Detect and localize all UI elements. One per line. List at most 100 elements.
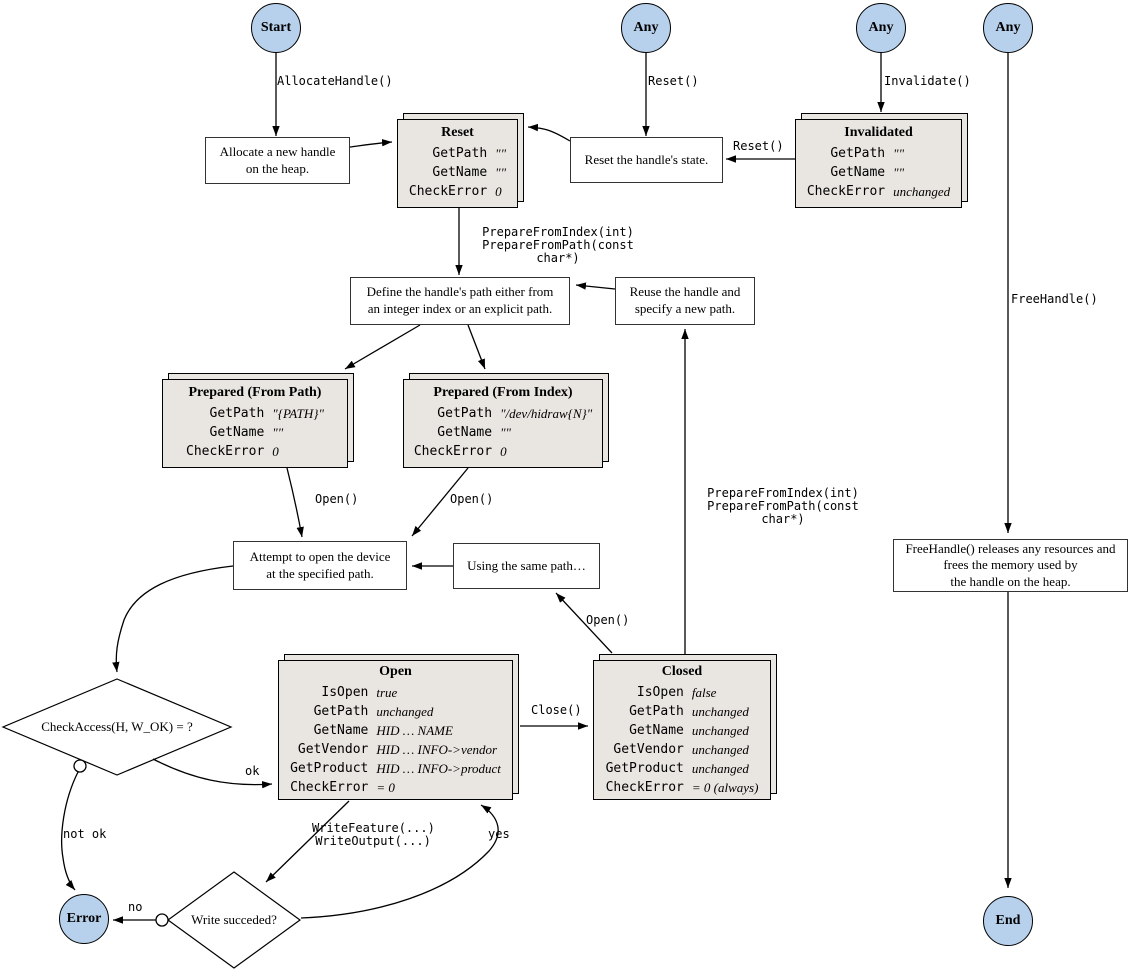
attr-value: "" [495, 146, 507, 161]
odot-not-ok [73, 759, 87, 773]
end-label: End [995, 913, 1021, 928]
attr-value: HID … NAME [376, 723, 453, 738]
attr-name: IsOpen [636, 685, 684, 700]
attr-name: GetPath [830, 146, 886, 161]
state-3d-face: Prepared (From Path) GetPath"{PATH}" Get… [162, 379, 348, 468]
attr-value: false [691, 685, 717, 700]
edge-label-line: PrepareFromPath(const char*) [482, 238, 634, 265]
odot-no [155, 913, 169, 927]
edge-label-open-from-index: Open() [450, 492, 494, 506]
attr-name: CheckError [413, 444, 493, 459]
edge-closed-samepath [555, 592, 613, 654]
any-label: Any [633, 20, 659, 35]
attr-value: unchanged [691, 704, 749, 719]
attr-name: GetVendor [613, 742, 684, 757]
action-text-line: the handle on the heap. [950, 573, 1071, 589]
edge-resetaction-reset [527, 123, 571, 142]
any-label: Any [868, 20, 894, 35]
edge-label-invalidate: Invalidate() [884, 74, 971, 88]
edge-label-prepare-top: PrepareFromIndex(int) PrepareFromPath(co… [459, 226, 657, 265]
attr-name: GetProduct [290, 761, 369, 776]
edge-label-not-ok: not ok [63, 827, 107, 841]
allocate-action-box: Allocate a new handle on the heap. [205, 137, 350, 184]
attr-value: 0 [500, 444, 507, 459]
action-text-line: specify a new path. [634, 301, 736, 316]
attr-value: 0 [272, 444, 279, 459]
action-text-line: Reset the handle's state. [584, 151, 709, 167]
attr-name: CheckError [290, 780, 369, 795]
attr-value: 0 [495, 184, 502, 199]
attr-value: "/dev/hidraw{N}" [500, 406, 593, 421]
state-prepared-from-index: Prepared (From Index) GetPath "/dev/hidra… [403, 373, 609, 468]
attr-value: HID … INFO->vendor [376, 742, 498, 757]
any-node-invalidate: Any [856, 3, 906, 53]
attr-value: unchanged [893, 184, 951, 199]
edge-label-prepare-right: PrepareFromIndex(int) PrepareFromPath(co… [685, 487, 881, 526]
attr-value: "" [500, 425, 512, 440]
attr-name: CheckError [605, 780, 684, 795]
attr-value: true [376, 685, 398, 700]
action-text-line: Attempt to open the device [249, 548, 391, 564]
edge-allocate-reset [349, 139, 393, 148]
state-title: Closed [661, 664, 703, 679]
edge-label-free-handle: FreeHandle() [1011, 292, 1098, 306]
attr-value: "" [893, 165, 905, 180]
edge-label-allocate-handle: AllocateHandle() [277, 74, 393, 88]
attr-value: = 0 (always) [691, 780, 759, 795]
attr-name: GetPath [313, 704, 369, 719]
edge-label-line: PrepareFromIndex(int) [707, 486, 859, 500]
edge-label-line: PrepareFromPath(const char*) [707, 499, 859, 526]
attr-name: GetName [629, 723, 684, 738]
edge-label-line: WriteOutput(...) [315, 834, 431, 848]
attr-name: GetName [209, 425, 265, 440]
start-node: Start [251, 3, 301, 53]
attr-name: GetVendor [297, 742, 369, 757]
attr-name: GetName [437, 425, 493, 440]
edge-define-preparedpath [344, 324, 421, 370]
any-label: Any [995, 20, 1021, 35]
edge-label-reset-invalidated: Reset() [733, 139, 784, 153]
state-title: Prepared (From Index) [433, 385, 573, 400]
attr-value: unchanged [691, 761, 749, 776]
edge-attempt-checkaccess [112, 565, 234, 673]
attr-name: GetName [830, 165, 886, 180]
attr-value: HID … INFO->product [376, 761, 501, 776]
action-text-line: on the heap. [245, 160, 310, 176]
attr-name: GetName [432, 165, 488, 180]
attr-name: CheckError [806, 184, 886, 199]
edge-label-line: WriteFeature(...) [312, 821, 435, 835]
state-invalidated: Invalidated GetPath"" GetName"" CheckErr… [795, 113, 968, 208]
edge-label-close: Close() [531, 703, 582, 717]
edge-checkaccess-open-ok [152, 758, 273, 789]
attr-value: "" [272, 425, 284, 440]
edge-preparedindex-attempt [411, 467, 469, 537]
action-text-line: Allocate a new handle [219, 143, 336, 159]
state-prepared-from-path: Prepared (From Path) GetPath"{PATH}" Get… [162, 373, 354, 468]
check-access-label: CheckAccess(H, W_OK) = ? [41, 719, 193, 734]
attr-value: unchanged [691, 742, 749, 757]
attr-name: IsOpen [321, 685, 369, 700]
action-text-line: frees the memory used by [943, 557, 1078, 573]
attr-value: "" [893, 146, 905, 161]
same-path-action-box: Using the same path… [453, 543, 600, 589]
attr-name: CheckError [186, 444, 265, 459]
edge-open-writediamond [265, 800, 350, 883]
state-title: Prepared (From Path) [188, 385, 322, 400]
define-path-action-box: Define the handle's path either from an … [350, 277, 570, 325]
edge-checkaccess-error [61, 771, 79, 891]
attr-name: GetProduct [605, 761, 684, 776]
edge-preparedpath-attempt [286, 467, 304, 538]
edge-label-reset-any: Reset() [648, 74, 699, 88]
attr-name: GetPath [437, 406, 493, 421]
end-node: End [983, 896, 1033, 946]
attr-value: unchanged [691, 723, 749, 738]
start-label: Start [260, 20, 292, 35]
action-text-line: Using the same path… [467, 557, 586, 573]
edge-label-open-reuse: Open() [586, 613, 630, 627]
